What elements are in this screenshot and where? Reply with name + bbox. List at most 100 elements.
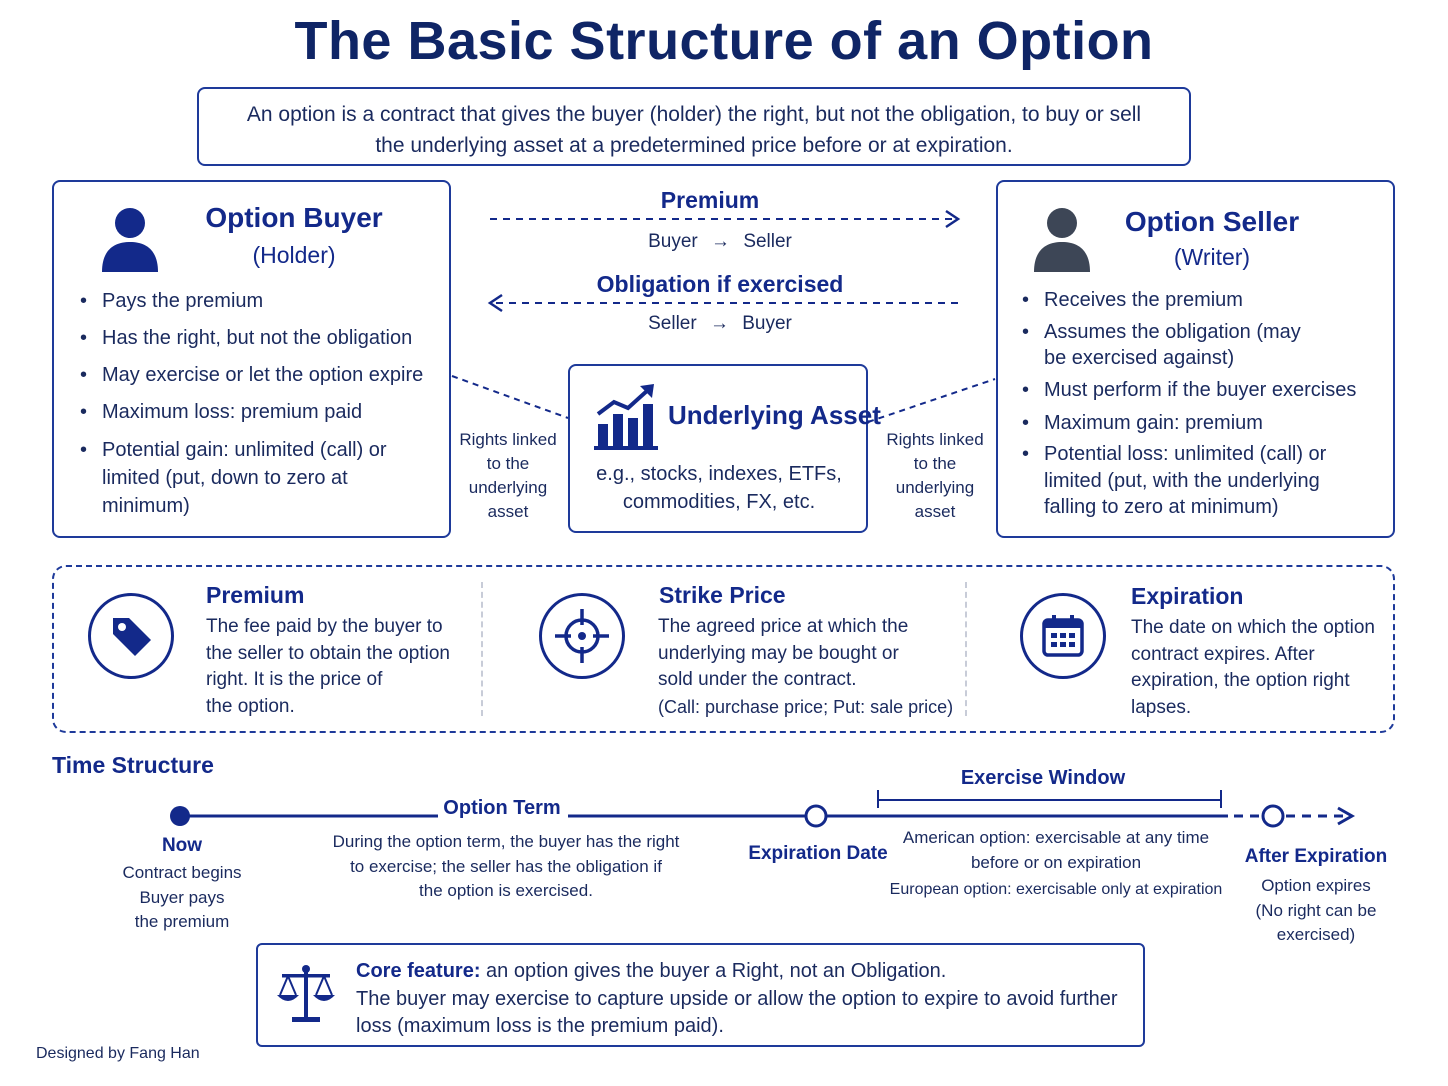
term-line: the option is exercised. <box>419 881 593 900</box>
now-line: Contract begins <box>122 863 242 882</box>
seller-bullet: Assumes the obligation (may be exercised… <box>1020 319 1375 371</box>
exercise-window-label: Exercise Window <box>960 767 1126 789</box>
obligation-flow-from: Seller <box>648 313 697 334</box>
obligation-flow-to: Buyer <box>742 313 792 334</box>
core-feature-box: Core feature: an option gives the buyer … <box>256 943 1145 1047</box>
rights-line: to the <box>913 454 957 473</box>
core-feature-line: an option gives the buyer a Right, not a… <box>480 960 947 982</box>
now-line: Buyer pays <box>139 887 225 907</box>
rights-line: to the <box>486 454 530 473</box>
premium-flow-to: Seller <box>743 231 792 252</box>
buyer-bullets: Pays the premium Has the right, but not … <box>78 288 428 520</box>
expiration-marker <box>804 804 828 828</box>
after-line: exercised) <box>1276 925 1356 944</box>
definition-line-1: An option is a contract that gives the b… <box>246 103 1142 126</box>
arrow-right-icon: → <box>711 231 731 252</box>
concept-divider <box>481 582 483 716</box>
seller-person-icon <box>1032 206 1092 277</box>
underlying-asset-title: Underlying Asset <box>668 400 881 430</box>
now-label: Now <box>161 835 203 856</box>
seller-bullet: Must perform if the buyer exercises <box>1020 377 1375 403</box>
now-text: Contract begins Buyer pays the premium <box>102 861 262 935</box>
buyer-bullet: Pays the premium <box>78 288 428 314</box>
term-line: to exercise; the seller has the obligati… <box>350 856 662 876</box>
seller-card: Option Seller (Writer) Receives the prem… <box>996 180 1395 538</box>
core-feature-text: Core feature: an option gives the buyer … <box>356 958 1136 1041</box>
now-line: the premium <box>134 912 230 931</box>
crosshair-target-icon <box>539 593 625 679</box>
buyer-card: Option Buyer (Holder) Pays the premium H… <box>52 180 451 538</box>
expiration-date-label: Expiration Date <box>748 843 888 864</box>
expiration-concept-title: Expiration <box>1131 583 1244 609</box>
after-line: (No right can be <box>1255 900 1377 920</box>
obligation-flow-direction: Seller → Buyer <box>620 313 820 335</box>
core-feature-heading: Core feature: <box>356 960 481 982</box>
underlying-asset-examples: e.g., stocks, indexes, ETFs, commodities… <box>570 460 868 516</box>
concept-line: (Call: purchase price; Put: sale price) <box>658 696 954 717</box>
definition-box: An option is a contract that gives the b… <box>197 87 1191 166</box>
buyer-subtitle: (Holder) <box>252 242 336 268</box>
rights-line: asset <box>914 502 956 521</box>
rights-linked-right: Rights linked to the underlying asset <box>885 428 985 524</box>
calendar-icon <box>1020 593 1106 679</box>
exercise-window-text: American option: exercisable at any time… <box>884 826 1228 903</box>
premium-concept-title: Premium <box>206 582 305 608</box>
concept-line: sold under the contract. <box>658 669 857 690</box>
flow-connectors <box>451 209 996 423</box>
now-marker <box>170 806 190 826</box>
window-line: American option: exercisable at any time <box>902 828 1210 847</box>
concept-line: contract expires. After <box>1131 643 1315 665</box>
seller-bullet: Potential loss: unlimited (call) or limi… <box>1020 441 1375 521</box>
seller-bullet: Maximum gain: premium <box>1020 410 1375 436</box>
strike-concept-text: The agreed price at which the underlying… <box>658 614 953 720</box>
window-line: European option: exercisable only at exp… <box>889 881 1223 898</box>
buyer-title: Option Buyer <box>205 202 383 233</box>
designer-credit: Designed by Fang Han <box>36 1045 200 1062</box>
concept-line: the seller to obtain the option <box>206 642 451 664</box>
after-expiration-marker <box>1261 804 1285 828</box>
concept-line: lapses. <box>1131 696 1192 718</box>
after-line: Option expires <box>1261 876 1371 895</box>
option-term-text: During the option term, the buyer has th… <box>316 830 696 904</box>
timeline-arrow-head <box>1337 806 1356 826</box>
underlying-line: e.g., stocks, indexes, ETFs, <box>596 463 842 485</box>
buyer-bullet: May exercise or let the option expire <box>78 362 428 388</box>
time-structure-title: Time Structure <box>52 752 214 778</box>
definition-line-2: the underlying asset at a predetermined … <box>375 134 1013 157</box>
scales-icon <box>276 963 336 1030</box>
core-feature-line: The buyer may exercise to capture upside… <box>356 987 1118 1010</box>
core-feature-line: loss (maximum loss is the premium paid). <box>356 1015 724 1037</box>
premium-flow-direction: Buyer → Seller <box>620 231 820 253</box>
rights-line: underlying <box>468 478 548 497</box>
concept-line: The fee paid by the buyer to <box>206 616 443 637</box>
concept-line: expiration, the option right <box>1131 670 1350 691</box>
buyer-bullet: Has the right, but not the obligation <box>78 325 428 351</box>
left-link-line <box>451 375 569 419</box>
buyer-person-icon <box>100 206 160 277</box>
buyer-bullet: Maximum loss: premium paid <box>78 399 428 425</box>
page-title: The Basic Structure of an Option <box>294 11 1154 71</box>
seller-bullet: Receives the premium <box>1020 287 1375 313</box>
price-tag-icon <box>88 593 174 679</box>
premium-flow-from: Buyer <box>648 231 698 252</box>
seller-title: Option Seller <box>1124 206 1300 237</box>
after-expiration-label: After Expiration <box>1244 846 1388 867</box>
seller-bullets: Receives the premium Assumes the obligat… <box>1020 287 1375 521</box>
after-expiration-text: Option expires (No right can be exercise… <box>1236 874 1396 948</box>
option-term-label: Option Term <box>443 797 561 819</box>
rights-linked-left: Rights linked to the underlying asset <box>458 428 558 524</box>
seller-subtitle: (Writer) <box>1173 244 1251 270</box>
right-link-line <box>867 378 996 423</box>
rights-line: underlying <box>895 478 975 497</box>
key-concepts-box <box>52 565 1395 733</box>
concept-line: The agreed price at which the <box>658 616 909 637</box>
underlying-line: commodities, FX, etc. <box>622 491 816 513</box>
concept-line: The date on which the option <box>1131 617 1376 638</box>
bar-chart-growth-icon <box>594 384 658 455</box>
premium-concept-text: The fee paid by the buyer to the seller … <box>206 614 450 720</box>
concept-divider <box>965 582 967 716</box>
rights-line: asset <box>487 502 529 521</box>
concept-line: underlying may be bought or <box>658 642 899 664</box>
concept-line: right. It is the price of <box>206 669 383 690</box>
obligation-arrow-head <box>487 293 503 313</box>
